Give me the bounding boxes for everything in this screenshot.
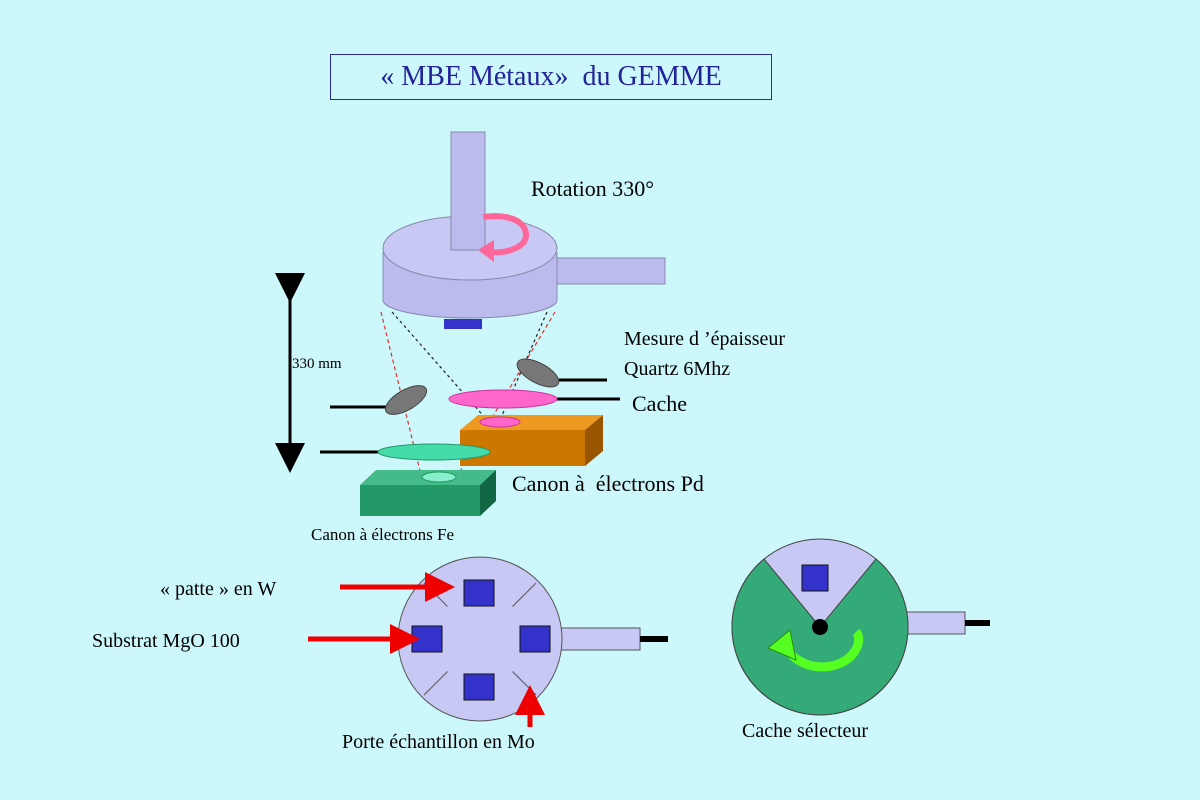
sample-holder	[397, 556, 668, 722]
sample-under-head	[444, 319, 482, 329]
selector-window-sample	[801, 564, 829, 592]
label-gun-fe: Canon à électrons Fe	[311, 525, 455, 544]
diagram-title: « MBE Métaux» du GEMME	[330, 54, 772, 100]
electron-gun-fe	[360, 470, 496, 516]
pointer-arrows	[308, 572, 545, 727]
label-thickness-2: Quartz 6Mhz	[624, 358, 731, 380]
cache-fe	[320, 443, 491, 461]
manipulator-head	[382, 131, 666, 329]
side-port-tube	[539, 257, 666, 285]
label-thickness-1: Mesure d ’épaisseur	[624, 328, 786, 350]
selector-disc	[731, 558, 909, 716]
sample-bottom	[463, 673, 495, 701]
selector-rotation-arrow	[780, 628, 864, 672]
sample-right	[519, 625, 551, 653]
label-cache: Cache	[632, 391, 687, 416]
sample-top	[463, 579, 495, 607]
selector-rotation-arrow-head	[767, 629, 797, 661]
rotation-arrow	[482, 213, 530, 256]
label-patte: « patte » en W	[160, 578, 277, 600]
label-holder: Porte échantillon en Mo	[342, 731, 535, 753]
label-distance: 330 mm	[292, 356, 342, 372]
label-gun-pd: Canon à électrons Pd	[512, 471, 704, 496]
quartz-right	[516, 358, 607, 388]
selector-axis	[812, 619, 828, 635]
sample-left	[411, 625, 443, 653]
rotation-arrow-head	[478, 240, 494, 262]
selector-shutter	[731, 538, 990, 716]
label-substrate: Substrat MgO 100	[92, 630, 240, 652]
label-rotation: Rotation 330°	[531, 176, 655, 201]
quartz-left	[330, 385, 428, 415]
electron-gun-pd	[460, 415, 603, 466]
cache-shutter	[448, 389, 620, 409]
label-selector: Cache sélecteur	[742, 720, 869, 742]
vertical-shaft	[450, 131, 486, 251]
